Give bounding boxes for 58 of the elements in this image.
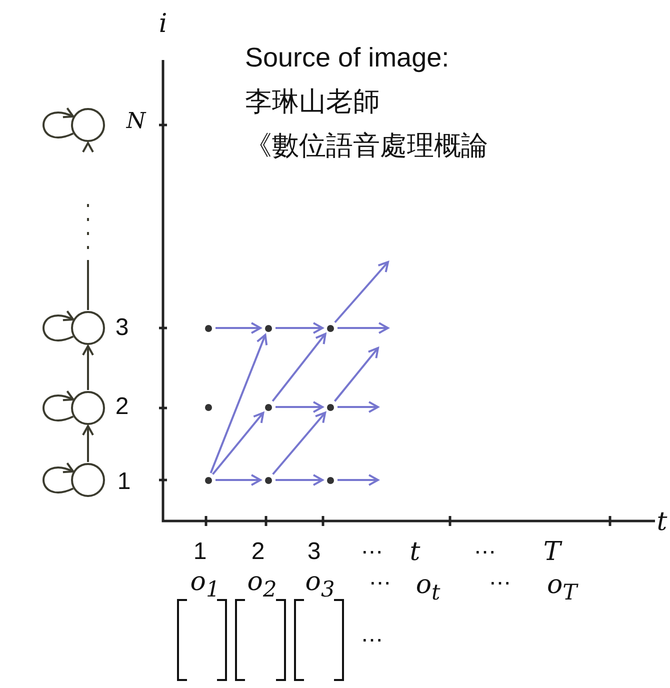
state-circle [71,108,105,142]
state-dot [326,476,334,484]
arrow [338,474,379,486]
ellipsis: ⋯ [361,541,383,563]
ellipsis: ⋯ [361,629,383,651]
observation-label: o$_{2}$ [247,569,277,601]
tick-label: 1 [117,470,131,494]
self-loop-arrow [42,310,74,342]
tick-label: N [126,111,146,133]
state-dot [204,324,212,332]
state-dot [326,404,334,410]
state-dot [264,404,272,410]
arrow [276,401,324,413]
source-note: Source of image: [245,44,450,72]
self-loop-arrow [42,108,74,138]
state-dot [264,476,272,484]
arrow [338,401,379,413]
ellipsis: ⋯ [489,572,511,594]
source-note: 李琳山老師 [245,88,380,116]
ellipsis: ⋯ [474,541,496,563]
tick-label: T [543,539,561,565]
observation-label: o$_{T}$ [546,572,578,604]
ellipsis: ⋯ [369,572,391,594]
arrow [216,322,262,334]
arrow [212,412,264,475]
arrow [338,322,389,334]
state-dot [326,324,334,332]
self-loop-arrow [42,462,74,494]
arrow [334,261,389,324]
tick-label: 2 [251,540,265,564]
state-circle [71,391,105,425]
arrow [82,425,94,462]
tick-label: t [410,539,420,565]
tick-label: 3 [115,316,129,340]
arrow [82,142,94,310]
arrow [334,347,379,402]
arrow [272,412,326,475]
axis-label: i [158,11,168,37]
observation-label: o$_{3}$ [305,569,335,601]
observation-label: o$_{t}$ [416,572,440,604]
observation-label: o$_{1}$ [190,569,220,601]
state-dot [204,476,212,484]
tick-label: 3 [307,540,321,564]
state-dot [264,324,272,332]
source-note: 《數位語音處理概論 [245,132,488,160]
state-circle [71,463,105,497]
tick-label: 2 [115,395,129,419]
state-dot [204,404,212,410]
arrow [276,474,324,486]
axis-label: t [656,509,668,535]
arrow [276,322,324,334]
self-loop-arrow [42,390,74,422]
arrow [272,332,326,402]
arrow [210,334,268,474]
tick-label: 1 [193,540,207,564]
arrow [216,474,262,486]
arrow [82,345,94,390]
state-circle [71,311,105,345]
